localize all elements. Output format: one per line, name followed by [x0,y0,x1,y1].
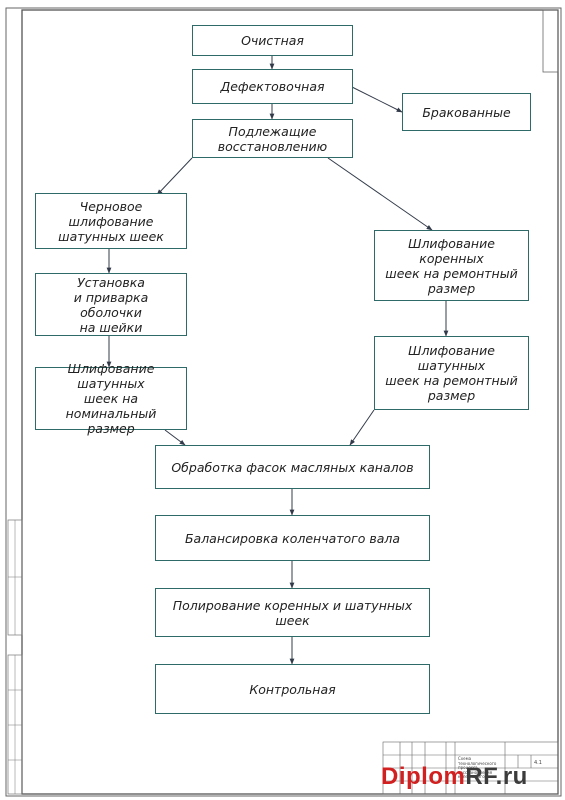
edge-n7-n10 [164,429,186,446]
node-rejected: Бракованные [402,93,531,131]
outer-frame [5,7,562,797]
node-main-journals-repair: Шлифование коренных шеек на ремонтный ра… [374,230,529,301]
node-chamfer-oil-channels: Обработка фасок масляных каналов [155,445,430,489]
corner-box [542,9,559,73]
title-block-title: Схема технологического процесса восстано… [458,756,497,779]
edge-n2-n3 [351,86,403,113]
node-control: Контрольная [155,664,430,714]
node-balancing: Балансировка коленчатого вала [155,515,430,561]
inner-frame [21,9,559,795]
node-rough-grinding: Черновое шлифование шатунных шеек [35,193,187,249]
node-grinding-nominal: Шлифование шатунных шеек на номинальный … [35,361,187,436]
node-polishing: Полирование коренных и шатунных шеек [155,588,430,637]
edge-n4-n5 [156,157,193,196]
node-cleaning: Очистная [192,25,353,56]
title-block [382,741,559,795]
title-block-code: 4.1 [534,760,542,766]
node-shell-welding: Установка и приварка оболочки на шейки [35,273,187,336]
node-defect-inspection: Дефектовочная [192,69,353,104]
edge-n4-n8 [327,157,433,231]
connectors [106,56,449,665]
node-to-restore: Подлежащие восстановлению [192,119,353,158]
diplomrf-logo: DiplomRF.ru [381,763,528,790]
edge-n9-n10 [349,409,375,446]
node-rod-journals-repair: Шлифование шатунных шеек на ремонтный ра… [374,336,529,410]
